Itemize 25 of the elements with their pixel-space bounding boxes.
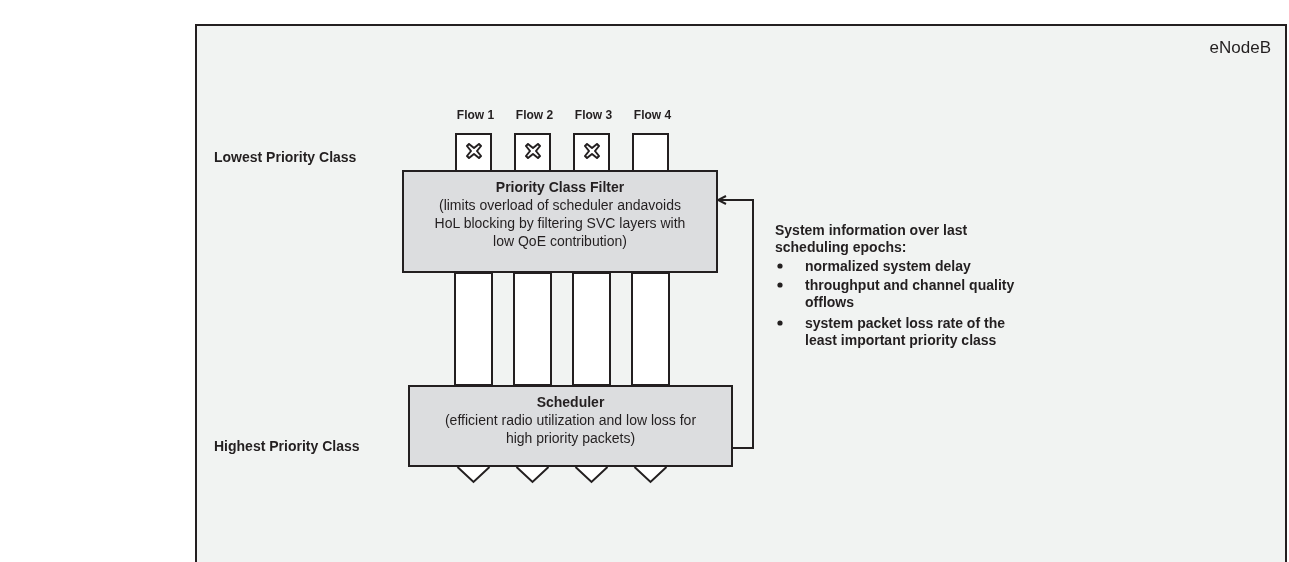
bullet-item: system packet loss rate of the least important priority class	[805, 315, 1005, 348]
panel-title: eNodeB	[1209, 38, 1271, 58]
priority-label: Highest Priority Class	[214, 438, 361, 455]
priority-label: Lowest Priority Class	[214, 149, 358, 166]
flow-pipe	[631, 272, 670, 386]
flow-pipe	[454, 272, 493, 386]
box-description: (efficient radio utilization and low loss for high priority packets)	[443, 411, 698, 447]
box-title: Priority Class Filter	[494, 178, 626, 196]
flow-pipe	[572, 272, 611, 386]
info-heading: System information over last scheduling epochs:	[775, 222, 969, 256]
flow-label: Flow 3	[573, 108, 614, 122]
flow-label: Flow 1	[455, 108, 496, 122]
feedback-arrow	[717, 195, 754, 449]
process-box	[402, 170, 718, 273]
cross-icon	[525, 143, 541, 159]
box-title: Scheduler	[535, 393, 606, 411]
cross-icon	[466, 143, 482, 159]
flow-label: Flow 2	[514, 108, 555, 122]
bullet-item: normalized system delay	[805, 258, 971, 274]
flow-label: Flow 4	[632, 108, 673, 122]
flow-pipe	[513, 272, 552, 386]
cross-icon	[584, 143, 600, 159]
enodeb-panel	[195, 24, 1287, 562]
process-box	[408, 385, 733, 467]
box-description: (limits overload of scheduler andavoids HoL blocking by filtering SVC layers with low QoE contribution)	[433, 196, 687, 250]
